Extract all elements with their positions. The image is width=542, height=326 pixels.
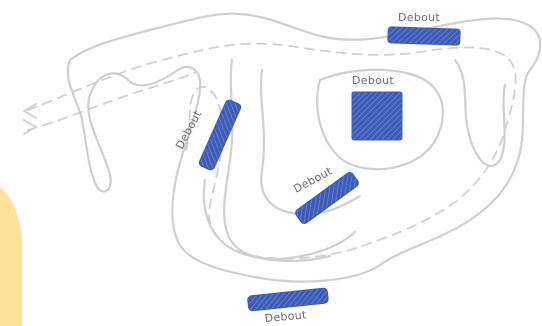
arrow-left-icon bbox=[22, 103, 37, 119]
venue-outline bbox=[66, 12, 542, 283]
zone-label: Debout bbox=[264, 308, 307, 325]
zone-label: Debout bbox=[398, 11, 440, 24]
zone-middle-diagonal[interactable]: Debout bbox=[291, 164, 360, 225]
circulation-route-return bbox=[27, 71, 197, 131]
inner-island bbox=[316, 68, 444, 171]
zone-top-right[interactable]: Debout bbox=[387, 11, 461, 46]
accent-bar bbox=[0, 188, 22, 326]
inner-wall-right bbox=[453, 58, 507, 167]
inner-wall-center bbox=[259, 68, 362, 216]
inner-wall-left bbox=[222, 58, 357, 261]
zone-label: Debout bbox=[352, 74, 394, 87]
zone-label: Debout bbox=[173, 108, 204, 152]
zone-bottom[interactable]: Debout bbox=[247, 287, 329, 325]
zone-center-square[interactable]: Debout bbox=[351, 74, 403, 141]
arrow-right-icon bbox=[23, 119, 38, 135]
inner-wall-lower bbox=[202, 178, 332, 263]
